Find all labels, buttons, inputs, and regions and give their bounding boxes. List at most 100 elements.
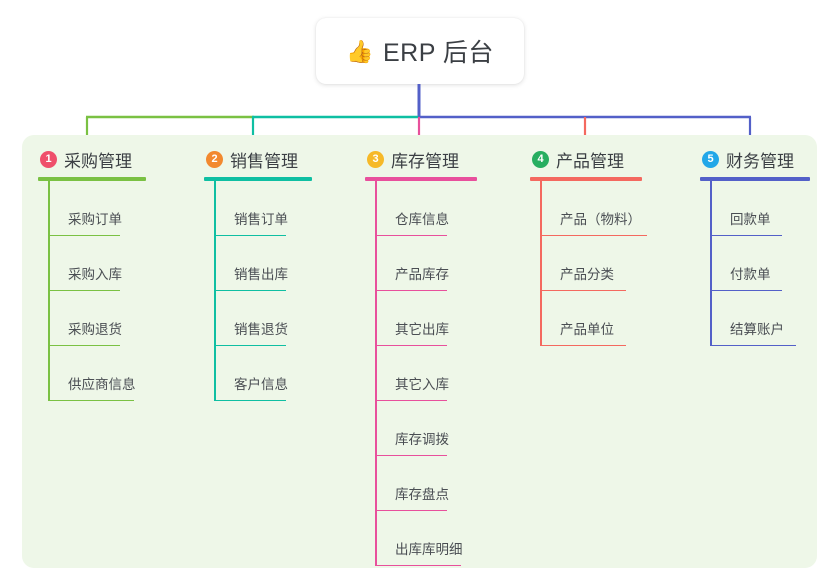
branch-item-list: 采购订单采购入库采购退货供应商信息 xyxy=(38,181,146,401)
branch-spine xyxy=(48,181,50,401)
branch-spine xyxy=(375,181,377,566)
branch-item-label: 付款单 xyxy=(730,267,771,282)
branch-title: 库存管理 xyxy=(391,151,459,171)
branch-item[interactable]: 仓库信息 xyxy=(365,181,477,236)
branch-item-list: 产品（物料） 产品分类产品单位 xyxy=(530,181,647,346)
branch-number-badge: 5 xyxy=(702,150,719,168)
branch-column-1: 1 采购管理采购订单采购入库采购退货供应商信息 xyxy=(38,145,146,401)
branch-item[interactable]: 付款单 xyxy=(700,236,810,291)
branch-item-underline xyxy=(375,454,447,456)
branch-item[interactable]: 产品单位 xyxy=(530,291,642,346)
branch-item[interactable]: 其它入库 xyxy=(365,346,477,401)
branch-item-underline xyxy=(375,564,461,566)
branch-item-list: 回款单付款单结算账户 xyxy=(700,181,810,346)
root-node-title: ERP 后台 xyxy=(383,39,494,67)
branch-item-underline xyxy=(375,289,447,291)
branch-title-underline xyxy=(365,177,477,181)
branch-item-label: 库存调拨 xyxy=(395,432,449,447)
branch-item-underline xyxy=(214,234,286,236)
branch-item-list: 仓库信息产品库存其它出库其它入库库存调拨库存盘点出库库明细 xyxy=(365,181,477,566)
branch-title-underline xyxy=(700,177,810,181)
branch-item[interactable]: 产品（物料） xyxy=(530,181,647,236)
branch-header-1[interactable]: 1 采购管理 xyxy=(38,145,146,173)
branch-header-2[interactable]: 2 销售管理 xyxy=(204,145,312,173)
branch-item-label: 客户信息 xyxy=(234,377,288,392)
branch-item-underline xyxy=(214,344,286,346)
branch-item-label: 出库库明细 xyxy=(395,542,463,557)
branch-item-label: 产品库存 xyxy=(395,267,449,282)
branch-item-underline xyxy=(710,289,782,291)
branch-item-underline xyxy=(375,234,447,236)
branch-item-underline xyxy=(540,234,647,236)
branch-item-label: 其它出库 xyxy=(395,322,449,337)
branch-number-badge: 3 xyxy=(367,150,384,168)
branch-item-label: 回款单 xyxy=(730,212,771,227)
branch-title-underline xyxy=(530,177,642,181)
branch-item-underline xyxy=(375,344,447,346)
branch-item[interactable]: 采购订单 xyxy=(38,181,146,236)
branch-title: 财务管理 xyxy=(726,151,794,171)
branch-header-4[interactable]: 4 产品管理 xyxy=(530,145,642,173)
branch-header-3[interactable]: 3 库存管理 xyxy=(365,145,477,173)
branch-item-label: 产品（物料） xyxy=(560,212,641,227)
branch-title: 采购管理 xyxy=(64,151,132,171)
branch-item-label: 销售出库 xyxy=(234,267,288,282)
branch-item[interactable]: 客户信息 xyxy=(204,346,312,401)
branch-item[interactable]: 产品库存 xyxy=(365,236,477,291)
branch-item-label: 库存盘点 xyxy=(395,487,449,502)
branch-item-underline xyxy=(214,289,286,291)
branch-item-label: 仓库信息 xyxy=(395,212,449,227)
branch-spine xyxy=(710,181,712,346)
branch-item-label: 采购入库 xyxy=(68,267,122,282)
branch-item-underline xyxy=(214,399,286,401)
branch-title: 产品管理 xyxy=(556,151,624,171)
branch-item-label: 销售退货 xyxy=(234,322,288,337)
branch-title: 销售管理 xyxy=(230,151,298,171)
branch-item-underline xyxy=(710,234,782,236)
branch-item-underline xyxy=(710,344,796,346)
branch-item[interactable]: 库存调拨 xyxy=(365,401,477,456)
branch-item[interactable]: 销售订单 xyxy=(204,181,312,236)
branch-item[interactable]: 销售退货 xyxy=(204,291,312,346)
branch-item[interactable]: 销售出库 xyxy=(204,236,312,291)
branch-item[interactable]: 其它出库 xyxy=(365,291,477,346)
thumbs-up-icon: 👍 xyxy=(346,39,374,64)
root-node[interactable]: 👍 ERP 后台 xyxy=(316,18,524,84)
branch-item-label: 供应商信息 xyxy=(68,377,136,392)
branch-item-underline xyxy=(375,399,447,401)
branch-item-underline xyxy=(48,399,134,401)
branch-item[interactable]: 采购退货 xyxy=(38,291,146,346)
branch-column-3: 3 库存管理仓库信息产品库存其它出库其它入库库存调拨库存盘点出库库明细 xyxy=(365,145,477,566)
branch-item-underline xyxy=(48,289,120,291)
branch-item-underline xyxy=(375,509,447,511)
branch-number-badge: 4 xyxy=(532,150,549,168)
branch-card xyxy=(22,135,817,568)
branch-column-2: 2 销售管理销售订单销售出库销售退货客户信息 xyxy=(204,145,312,401)
branch-item-label: 采购退货 xyxy=(68,322,122,337)
branch-item[interactable]: 采购入库 xyxy=(38,236,146,291)
branch-item-label: 其它入库 xyxy=(395,377,449,392)
branch-item-label: 销售订单 xyxy=(234,212,288,227)
branch-column-4: 4 产品管理产品（物料） 产品分类产品单位 xyxy=(530,145,647,346)
branch-spine xyxy=(214,181,216,401)
branch-item-label: 结算账户 xyxy=(730,322,784,337)
branch-item-underline xyxy=(48,234,120,236)
branch-number-badge: 1 xyxy=(40,150,57,168)
branch-item[interactable]: 库存盘点 xyxy=(365,456,477,511)
branch-item-underline xyxy=(540,344,626,346)
branch-item[interactable]: 回款单 xyxy=(700,181,810,236)
branch-item[interactable]: 出库库明细 xyxy=(365,511,477,566)
branch-spine xyxy=(540,181,542,346)
branch-header-5[interactable]: 5 财务管理 xyxy=(700,145,810,173)
branch-number-badge: 2 xyxy=(206,150,223,168)
branch-item-label: 产品单位 xyxy=(560,322,614,337)
branch-item-underline xyxy=(48,344,120,346)
branch-item[interactable]: 产品分类 xyxy=(530,236,642,291)
branch-item-label: 采购订单 xyxy=(68,212,122,227)
root-node-label: 👍 ERP 后台 xyxy=(346,33,494,69)
branch-item-underline xyxy=(540,289,626,291)
branch-item[interactable]: 供应商信息 xyxy=(38,346,146,401)
branch-item-label: 产品分类 xyxy=(560,267,614,282)
branch-item-list: 销售订单销售出库销售退货客户信息 xyxy=(204,181,312,401)
branch-item[interactable]: 结算账户 xyxy=(700,291,810,346)
